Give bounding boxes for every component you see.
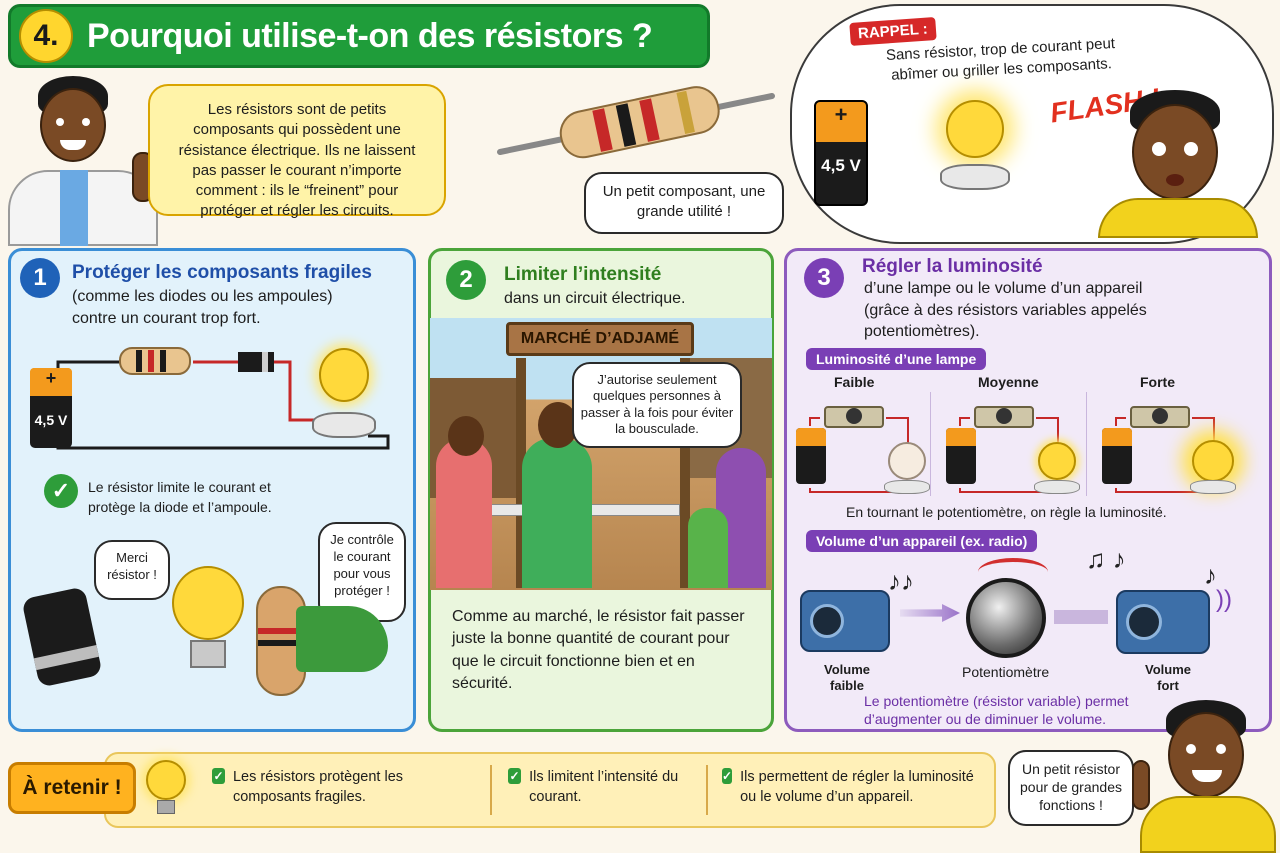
potentiometer-knob xyxy=(966,578,1046,658)
hero-cape xyxy=(296,606,388,672)
lamp-level-forte: Forte xyxy=(1140,374,1175,390)
arrow-right-icon xyxy=(1054,610,1108,624)
panel2-caption: Comme au marché, le résistor fait passer… xyxy=(452,608,745,693)
lamp-tag: Luminosité d’une lampe xyxy=(806,348,987,370)
intro-text: Les résistors sont de petits composants … xyxy=(178,101,416,220)
panel1-battery-label: 4,5 V xyxy=(34,412,68,428)
panel1-check-icon: ✓ xyxy=(44,474,78,508)
panel3-number: 3 xyxy=(804,258,844,298)
potentiometer-label: Potentiomètre xyxy=(962,664,1050,680)
panel1-number: 1 xyxy=(20,258,60,298)
lamp-circuit-faible xyxy=(790,396,930,500)
panel2-title: Limiter l’intensité xyxy=(504,264,662,285)
check-icon: ✓ xyxy=(722,768,733,784)
market-bubble: J’autorise seulement quelques personnes … xyxy=(572,362,742,448)
check-icon: ✓ xyxy=(508,768,522,784)
panel1-title: Protéger les composants fragiles xyxy=(72,262,372,283)
resistor-illustration xyxy=(496,74,776,164)
music-note-icon: ♪ xyxy=(1204,560,1217,590)
panel1-battery: + 4,5 V xyxy=(30,368,72,448)
title-bar: 4. Pourquoi utilise-t-on des résistors ? xyxy=(8,4,710,68)
panel1-bubble-control: Je contrôle le courant pour vous protége… xyxy=(318,522,406,622)
lamp-caption: En tournant le potentiomètre, on règle l… xyxy=(846,504,1167,520)
rotate-arrow-icon xyxy=(978,558,1048,586)
panel3-title: Régler la luminosité xyxy=(862,256,1043,277)
rappel-bulb xyxy=(940,100,1010,200)
market-sign: MARCHÉ D’ADJAMÉ xyxy=(506,322,694,356)
rappel-battery: + 4,5 V xyxy=(814,100,868,206)
rappel-battery-label: 4,5 V xyxy=(821,156,861,175)
volume-low-label: Volume faible xyxy=(824,662,870,693)
lightbulb-icon xyxy=(146,760,190,818)
boy-bubble: Un petit résistor pour de grandes foncti… xyxy=(1008,750,1134,826)
intro-bubble: Les résistors sont de petits composants … xyxy=(148,84,446,220)
radio-high xyxy=(1116,590,1210,654)
volume-tag: Volume d’un appareil (ex. radio) xyxy=(806,530,1038,552)
check-icon: ✓ xyxy=(212,768,225,784)
panel1-note: Le résistor limite le courant et protège… xyxy=(88,479,272,515)
bulb-character xyxy=(172,566,244,686)
resistor-bubble: Un petit composant, une grande utilité ! xyxy=(584,172,784,234)
lamp-circuit-moyenne xyxy=(940,396,1080,500)
teacher-illustration xyxy=(8,74,158,246)
retenir-band xyxy=(104,752,996,828)
volume-high-label: Volume fort xyxy=(1145,662,1191,693)
retenir-item-3: ✓ Ils permettent de régler la luminosité… xyxy=(722,768,974,805)
retenir-item-2: ✓ Ils limitent l’intensité du courant. xyxy=(508,768,679,805)
panel1-bulb xyxy=(312,348,376,448)
lamp-circuit-forte xyxy=(1096,396,1246,500)
retenir-separator xyxy=(706,765,708,815)
lamp-level-moyenne: Moyenne xyxy=(978,374,1039,390)
retenir-item-1: ✓ Les résistors protègent les composants… xyxy=(212,768,404,805)
panel2-subtitle: dans un circuit électrique. xyxy=(504,290,686,307)
boy-illustration xyxy=(1130,700,1276,853)
market-scene xyxy=(430,318,772,590)
music-note-icon: ♫ ♪ xyxy=(1086,544,1126,574)
retenir-separator xyxy=(490,765,492,815)
volume-caption: Le potentiomètre (résistor variable) per… xyxy=(864,693,1129,728)
title-number: 4. xyxy=(19,9,73,63)
worried-boy-illustration xyxy=(1090,90,1260,240)
radio-low xyxy=(800,590,890,652)
page-title: Pourquoi utilise-t-on des résistors ? xyxy=(87,16,653,55)
panel2-number: 2 xyxy=(446,260,486,300)
panel1-bubble-thanks: Merci résistor ! xyxy=(94,540,170,600)
sound-waves-icon: )) xyxy=(1216,586,1232,613)
music-note-icon: ♪♪ xyxy=(888,566,914,596)
lamp-level-faible: Faible xyxy=(834,374,875,390)
panel3-subtitle: d’une lampe ou le volume d’un appareil (… xyxy=(864,280,1147,341)
panel1-subtitle: (comme les diodes ou les ampoules) contr… xyxy=(72,288,333,327)
retenir-label: À retenir ! xyxy=(8,762,136,814)
